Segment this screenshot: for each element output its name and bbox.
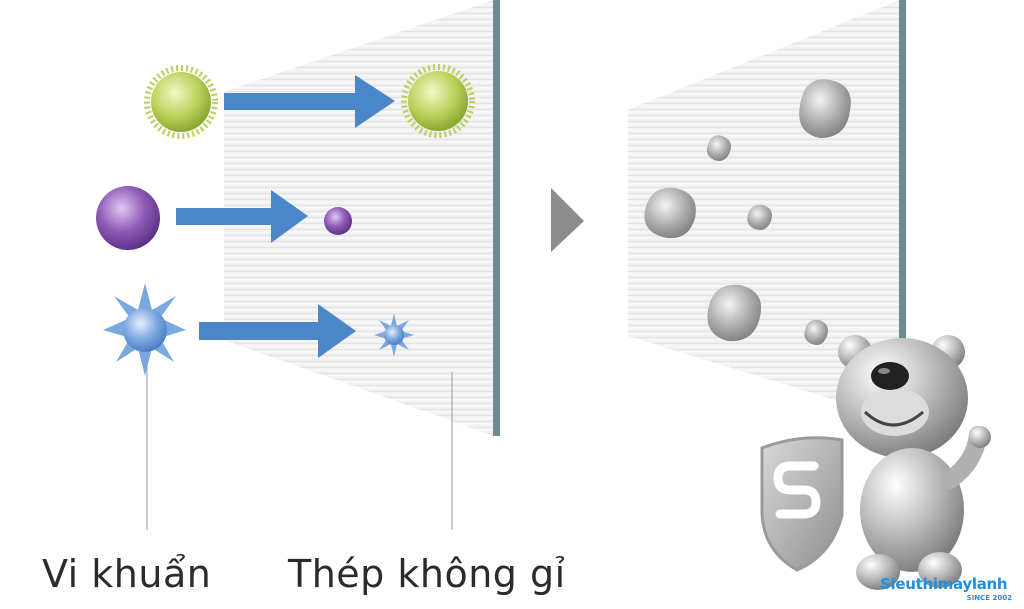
- germ-purple-large: [96, 186, 160, 250]
- label-stainless-steel: Thép không gỉ: [288, 552, 566, 596]
- transition-arrow-icon: [551, 188, 584, 252]
- germ-purple-small: [324, 207, 352, 235]
- arrows: [176, 75, 395, 358]
- arrow-top: [224, 75, 395, 128]
- bear-mascot: [760, 335, 991, 590]
- arrow-bottom: [199, 304, 356, 358]
- brand-logo-since: SINCE 2002: [966, 594, 1012, 602]
- shield-letter-s: [773, 461, 821, 519]
- label-bacteria: Vi khuẩn: [42, 552, 212, 596]
- germ-blue-large: [103, 283, 186, 376]
- shield-icon: [760, 436, 844, 572]
- germ-green-small: [401, 64, 475, 138]
- neutralized-germs: [644, 79, 851, 345]
- brand-logo: Sieuthimaylanh SINCE 2002: [880, 574, 1018, 608]
- germ-green-large: [144, 65, 218, 139]
- brand-logo-text: Sieuthimaylanh: [880, 575, 1008, 593]
- arrow-middle: [176, 190, 308, 243]
- germ-blue-small: [374, 313, 414, 357]
